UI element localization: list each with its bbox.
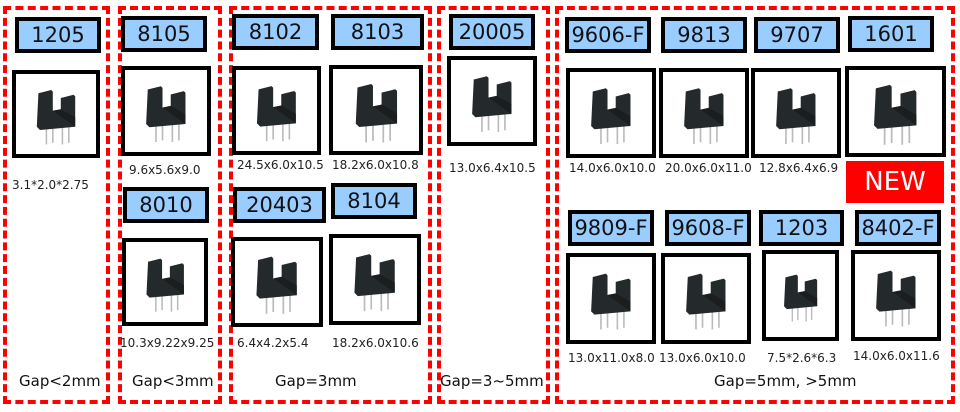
photo-interrupter-icon [257, 86, 296, 142]
dimensions-text: 24.5x6.0x10.5 [237, 158, 324, 172]
dimensions-text: 20.0x6.0x11.0 [665, 161, 752, 175]
photo-interrupter-icon [36, 90, 76, 145]
sensor-image [232, 66, 321, 155]
photo-interrupter-icon [472, 76, 512, 133]
photo-interrupter-icon [591, 88, 631, 145]
dimensions-text: 10.3x9.22x9.25 [120, 336, 215, 350]
model-label: 20005 [449, 14, 535, 50]
model-label: 9608-F [665, 210, 751, 246]
dimensions-text: 13.0x6.4x10.5 [449, 161, 536, 175]
gap-label: Gap=3mm [275, 372, 357, 390]
dimensions-text: 13.0x6.0x10.0 [659, 351, 746, 365]
photo-interrupter-icon [146, 86, 186, 143]
photo-interrupter-icon [783, 274, 818, 322]
photo-interrupter-icon [684, 88, 724, 145]
sensor-image [121, 66, 211, 156]
new-badge: NEW [846, 161, 944, 203]
dimensions-text: 7.5*2.6*6.3 [767, 351, 837, 365]
model-label: 9606-F [565, 17, 651, 53]
group-gap-lt-2mm [3, 6, 110, 404]
group-gap-lt-3mm [118, 6, 222, 404]
group-gap-5mm [555, 6, 955, 404]
photo-interrupter-icon [355, 84, 397, 143]
photo-interrupter-icon [686, 273, 726, 330]
model-label: 1205 [15, 17, 101, 53]
sensor-image [122, 238, 208, 326]
model-label: 9813 [661, 17, 747, 53]
model-label: 8104 [331, 183, 417, 219]
sensor-image [329, 65, 423, 155]
sensor-image [845, 66, 946, 157]
sensor-image [762, 250, 839, 341]
model-label: 8105 [121, 16, 207, 52]
dimensions-text: 18.2x6.0x10.6 [332, 336, 419, 350]
photo-interrupter-icon [874, 85, 917, 146]
dimensions-text: 18.2x6.0x10.8 [332, 158, 419, 172]
model-label: 20403 [233, 187, 326, 223]
model-label: 8102 [232, 14, 319, 50]
dimensions-text: 9.6x5.6x9.0 [129, 163, 201, 177]
sensor-image [659, 68, 749, 158]
photo-interrupter-icon [776, 88, 816, 145]
gap-label: Gap=3~5mm [440, 372, 544, 390]
sensor-image [751, 68, 841, 158]
group-gap-3mm [229, 6, 432, 404]
model-label: 8103 [331, 14, 424, 50]
sensor-image [661, 253, 751, 344]
gap-label: Gap<3mm [132, 372, 214, 390]
dimensions-text: 14.0x6.0x11.6 [853, 349, 940, 363]
sensor-image [12, 70, 100, 158]
sensor-image [851, 250, 941, 341]
sensor-image [566, 253, 656, 344]
dimensions-text: 13.0x11.0x8.0 [568, 351, 655, 365]
group-gap-3-5mm [437, 6, 550, 404]
photo-interrupter-icon [876, 270, 916, 327]
dimensions-text: 12.8x6.4x6.9 [759, 161, 839, 175]
model-label: 1203 [759, 210, 844, 246]
photo-interrupter-icon [354, 254, 396, 312]
photo-interrupter-icon [591, 273, 631, 330]
photo-interrupter-icon [256, 256, 298, 314]
model-label: 1601 [848, 16, 934, 52]
dimensions-text: 14.0x6.0x10.0 [569, 161, 656, 175]
dimensions-text: 6.4x4.2x5.4 [237, 336, 309, 350]
sensor-image [231, 237, 323, 327]
dimensions-text: 3.1*2.0*2.75 [12, 178, 89, 192]
gap-label: Gap<2mm [19, 372, 101, 390]
sensor-image [329, 234, 421, 325]
sensor-image [566, 68, 656, 158]
model-label: 9809-F [568, 210, 654, 246]
gap-label: Gap=5mm, >5mm [714, 372, 857, 390]
model-label: 8010 [123, 187, 209, 223]
model-label: 8402-F [855, 210, 941, 246]
sensor-image [447, 56, 537, 146]
model-label: 9707 [754, 17, 840, 53]
photo-interrupter-icon [146, 258, 184, 312]
